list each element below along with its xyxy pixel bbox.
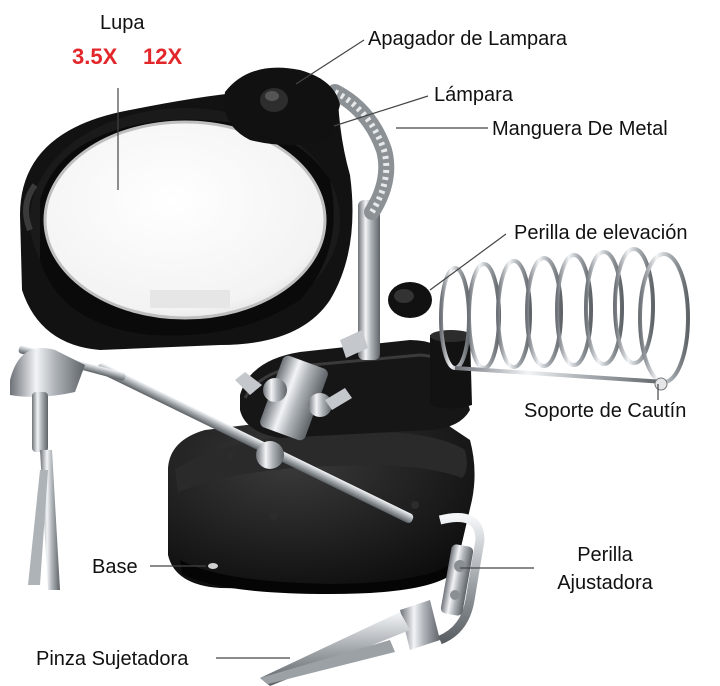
- base-body: [168, 408, 475, 594]
- central-joint: [235, 330, 368, 469]
- label-base: Base: [92, 556, 138, 578]
- spring-coil: [439, 247, 690, 384]
- label-lupa: Lupa: [100, 12, 145, 34]
- label-magnification-high: 12X: [143, 44, 183, 69]
- label-soporte-cautin: Soporte de Cautín: [524, 400, 687, 422]
- label-apagador: Apagador de Lampara: [368, 28, 568, 50]
- vertical-post: [358, 200, 380, 360]
- label-magnification-low: 3.5X: [72, 44, 118, 69]
- leader-lampara: [333, 95, 429, 127]
- label-manguera: Manguera De Metal: [492, 118, 668, 140]
- label-pinza: Pinza Sujetadora: [36, 648, 189, 670]
- left-clip-arm: [10, 345, 126, 590]
- label-perilla-ajustadora: Perilla Ajustadora: [540, 544, 670, 594]
- hose-ridges: [333, 89, 390, 214]
- leader-lines: [117, 39, 659, 659]
- lamp-head: [224, 67, 340, 145]
- leader-apagador: [295, 39, 365, 85]
- label-lampara: Lámpara: [434, 84, 513, 106]
- label-perilla-ajustadora-line1: Perilla: [577, 544, 633, 566]
- magnifier-housing: [20, 78, 353, 350]
- label-perilla-ajustadora-line2: Ajustadora: [557, 572, 653, 594]
- right-clip-arm: [260, 513, 485, 686]
- leader-perilla-elevacion: [429, 233, 507, 291]
- elevation-knob: [388, 282, 432, 318]
- label-perilla-elevacion: Perilla de elevación: [514, 222, 688, 244]
- spring-end-cap: [654, 377, 668, 391]
- horizontal-arm: [96, 363, 414, 524]
